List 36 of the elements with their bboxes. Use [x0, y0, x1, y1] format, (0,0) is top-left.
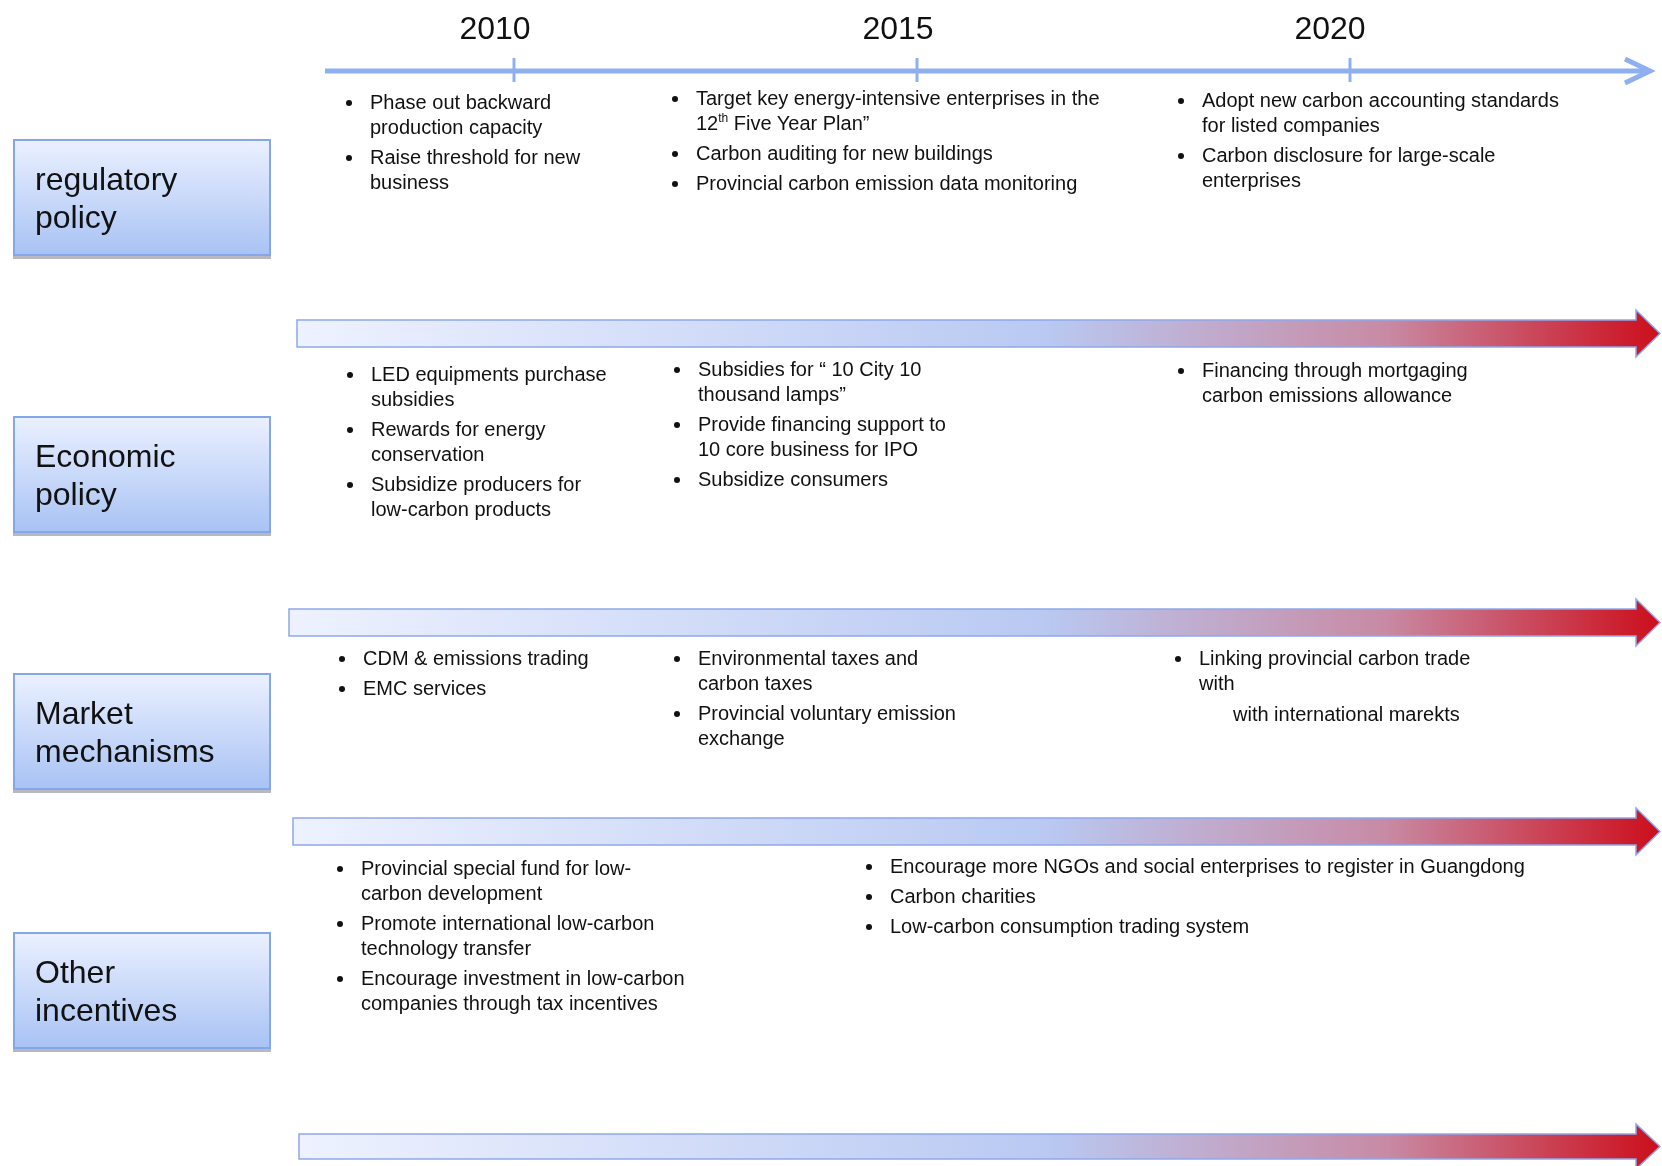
- category-label: Other incentives: [35, 952, 179, 1029]
- list-item: Adopt new carbon accounting standards for listed companies: [1202, 88, 1560, 138]
- category-box: [13, 673, 271, 790]
- category-label: Economic policy: [35, 436, 177, 513]
- category-box: [13, 139, 271, 256]
- list-item: Carbon auditing for new buildings: [696, 141, 993, 166]
- list-item: CDM & emissions trading: [363, 646, 589, 671]
- year-label: 2015: [861, 10, 935, 46]
- list-item: Encourage more NGOs and social enterprises to register in Guangdong: [890, 854, 1525, 879]
- category-box: [13, 416, 271, 533]
- list-item: Subsidize producers for low-carbon products: [371, 472, 583, 522]
- list-item: Subsidize consumers: [698, 467, 889, 492]
- list-item: Rewards for energy conservation: [371, 417, 547, 467]
- list-item: Carbon disclosure for large-scale enterprises: [1202, 143, 1497, 193]
- list-item: Provincial carbon emission data monitoring: [696, 171, 1078, 196]
- list-item: Financing through mortgaging carbon emissions allowance: [1202, 358, 1469, 408]
- list-item: Target key energy-intensive enterprises in the 12$^{th}$ Five Year Plan”: [696, 86, 1101, 136]
- category-label: regulatory policy: [35, 159, 179, 236]
- list-item: EMC services: [363, 676, 487, 701]
- year-label: 2010: [458, 10, 532, 46]
- list-item: with international marekts: [1233, 702, 1460, 727]
- list-item: Carbon charities: [890, 884, 1036, 909]
- category-box: [13, 932, 271, 1049]
- list-item: Subsidies for “ 10 City 10 thousand lamps”: [698, 357, 923, 407]
- list-item: Provincial voluntary emission exchange: [698, 701, 957, 751]
- list-item: Provide financing support to 10 core business for IPO: [698, 412, 947, 462]
- list-item: LED equipments purchase subsidies: [371, 362, 608, 412]
- list-item: Provincial special fund for low-carbon development: [361, 856, 633, 906]
- list-item: Raise threshold for new business: [370, 145, 582, 195]
- year-label: 2020: [1293, 10, 1367, 46]
- list-item: Low-carbon consumption trading system: [890, 914, 1250, 939]
- list-item: Environmental taxes and carbon taxes: [698, 646, 920, 696]
- list-item: Encourage investment in low-carbon companies through tax incentives: [361, 966, 686, 1016]
- list-item: Phase out backward production capacity: [370, 90, 553, 140]
- category-label: Market mechanisms: [35, 693, 216, 770]
- list-item: Promote international low-carbon technology transfer: [361, 911, 656, 961]
